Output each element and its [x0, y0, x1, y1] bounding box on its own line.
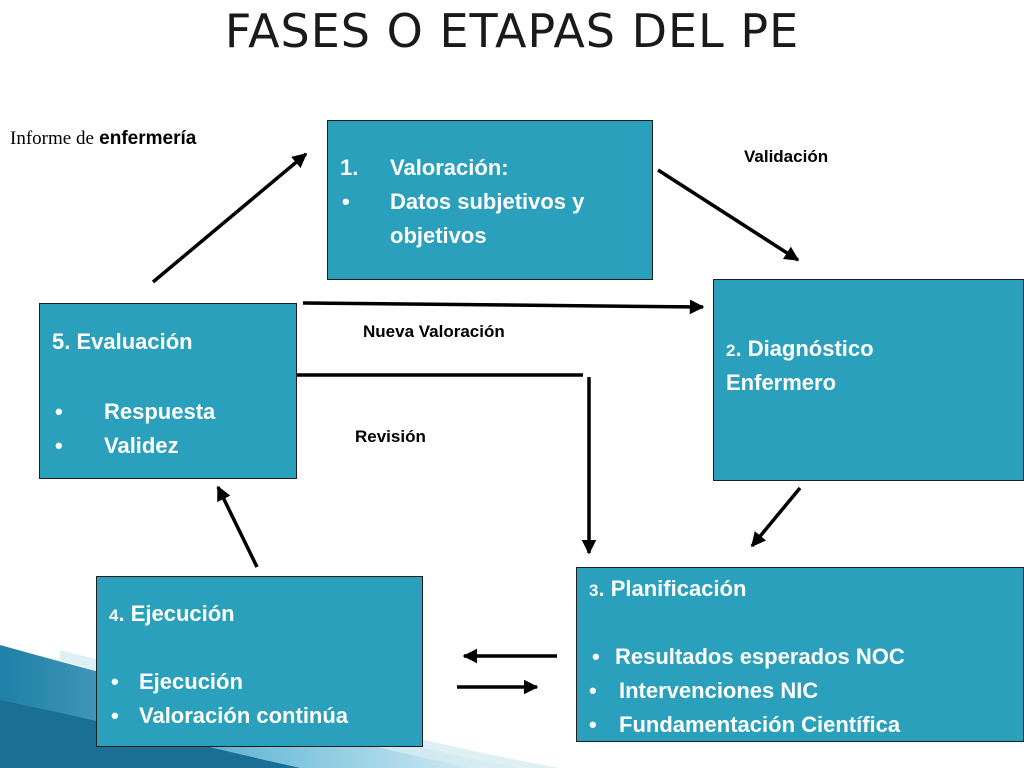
arrow-diagnostico-to-planificacion	[750, 486, 802, 548]
evaluacion-title: 5. Evaluación	[52, 329, 193, 354]
box-valoracion: 1. Valoración: • Datos subjetivos y obje…	[327, 120, 653, 280]
ejecucion-item: Ejecución	[139, 669, 243, 694]
valoracion-title: Valoración:	[390, 155, 509, 180]
informe-label-part1: Informe de	[10, 128, 94, 149]
planificacion-title-line: 3. Planificación	[589, 576, 746, 602]
label-validacion: Validación	[744, 147, 829, 166]
valoracion-item-line1: Datos subjetivos y	[390, 189, 585, 214]
arrow-evaluacion-to-valoracion	[151, 152, 308, 284]
arrow-ejecucion-to-evaluacion	[216, 485, 259, 568]
planificacion-item: Resultados esperados NOC	[615, 644, 905, 669]
arrow-valoracion-to-diagnostico	[657, 168, 800, 262]
arrow-nueva-valoracion	[302, 299, 705, 315]
valoracion-item-line2: objetivos	[390, 223, 487, 248]
ejecucion-bullet: •	[111, 669, 119, 694]
ejecucion-bullet: •	[111, 703, 119, 728]
ejecucion-title: . Ejecución	[118, 601, 235, 626]
diagnostico-title-line1: 2. Diagnóstico	[726, 336, 874, 362]
diagnostico-title: . Diagnóstico	[735, 336, 874, 361]
label-revision: Revisión	[355, 427, 426, 446]
valoracion-bullet: •	[342, 189, 350, 214]
evaluacion-item: Validez	[104, 433, 179, 458]
diagnostico-number: 2	[726, 341, 736, 360]
label-nueva-valoracion: Nueva Valoración	[363, 322, 505, 341]
box-diagnostico: 2. Diagnóstico Enfermero	[713, 279, 1024, 481]
ejecucion-title-line: 4. Ejecución	[109, 601, 235, 627]
planificacion-number: 3	[589, 581, 599, 600]
evaluacion-bullet: •	[55, 399, 63, 424]
planificacion-title: . Planificación	[598, 576, 747, 601]
planificacion-item: Fundamentación Científica	[619, 712, 901, 737]
informe-label: Informe de enfermería	[10, 128, 196, 150]
planificacion-item: Intervenciones NIC	[619, 678, 819, 703]
ejecucion-number: 4	[109, 606, 119, 625]
ejecucion-item: Valoración continúa	[139, 703, 349, 728]
box-planificacion: 3. Planificación • Resultados esperados …	[576, 567, 1024, 742]
evaluacion-bullet: •	[55, 433, 63, 458]
planificacion-bullet: •	[589, 678, 597, 703]
planificacion-bullet: •	[592, 644, 600, 669]
page-title: FASES O ETAPAS DEL PE	[224, 4, 800, 58]
box-ejecucion: 4. Ejecución • Ejecución • Valoración co…	[96, 576, 423, 747]
planificacion-bullet: •	[589, 712, 597, 737]
informe-label-part2: enfermería	[99, 128, 197, 149]
evaluacion-item: Respuesta	[104, 399, 216, 424]
diagnostico-title-line2: Enfermero	[726, 370, 837, 395]
valoracion-number: 1.	[340, 155, 359, 180]
box-evaluacion: 5. Evaluación • Respuesta • Validez	[39, 303, 297, 479]
